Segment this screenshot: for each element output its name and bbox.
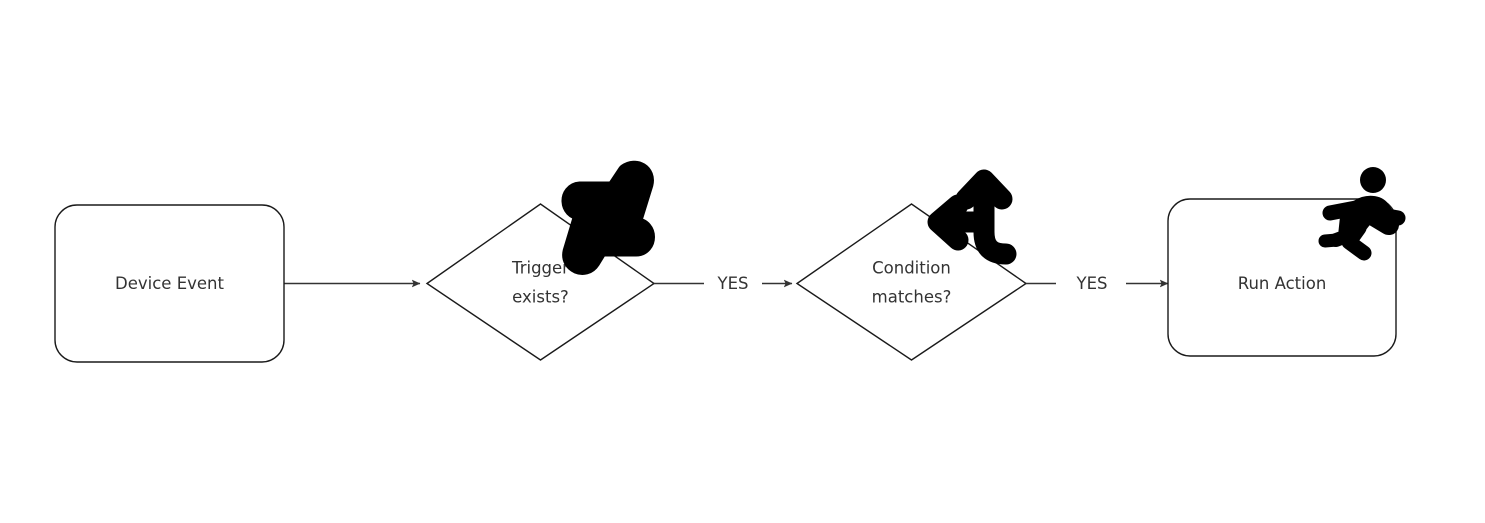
run-action-label: Run Action [1238, 274, 1327, 293]
node-device-event[interactable]: Device Event [54, 204, 285, 363]
edge-2-label: YES [717, 274, 749, 293]
edge-3-label: YES [1076, 274, 1108, 293]
edge-trigger-to-condition: YES [654, 274, 793, 293]
edge-condition-to-action: YES [1026, 274, 1169, 293]
runner-rear-foot [1318, 233, 1344, 248]
lightning-bolt-icon [561, 160, 655, 275]
trigger-exists-label-line1: Trigger [511, 259, 569, 278]
condition-matches-label-line1: Condition [872, 259, 951, 278]
condition-matches-label-line2: matches? [872, 288, 952, 307]
fork-arrow-icon [927, 169, 1017, 265]
runner-back-arm [1374, 207, 1406, 226]
runner-head [1360, 167, 1386, 193]
device-event-label: Device Event [115, 274, 224, 293]
device-event-box[interactable] [54, 204, 285, 363]
trigger-exists-label-line2: exists? [512, 288, 569, 307]
running-person-icon [1318, 167, 1406, 261]
runner-front-arm [1322, 200, 1364, 221]
